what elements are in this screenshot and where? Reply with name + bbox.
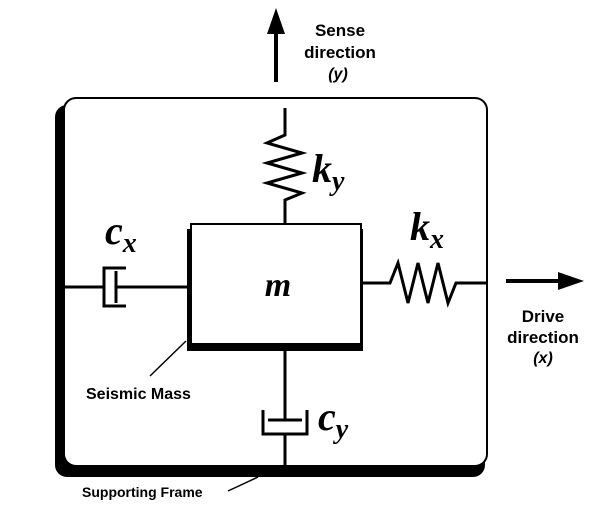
symbol-ky: ky <box>312 146 345 197</box>
supporting-frame-label: Supporting Frame <box>82 484 203 500</box>
symbol-kx-sub: x <box>429 224 444 255</box>
seismic-mass-leader <box>149 340 187 377</box>
sense-label-axis: (y) <box>328 66 348 83</box>
drive-label-axis: (x) <box>533 350 553 367</box>
symbol-cx-base: c <box>105 208 123 253</box>
spring-kx <box>361 258 487 308</box>
symbol-cx-sub: x <box>122 228 137 259</box>
damper-cx-cylinder <box>102 266 126 308</box>
symbol-cy-sub: y <box>333 414 349 445</box>
damper-cx <box>64 266 191 308</box>
symbol-kx-base: k <box>410 204 430 249</box>
sense-direction-arrow <box>267 8 285 82</box>
symbol-kx: kx <box>410 204 444 255</box>
drive-label-line2: direction <box>507 328 579 347</box>
symbol-cx: cx <box>105 208 137 259</box>
supporting-frame-leader <box>227 476 259 492</box>
mass-symbol: m <box>265 267 291 304</box>
spring-ky <box>261 108 308 224</box>
sense-label-line1: Sense <box>315 21 365 40</box>
damper-cy <box>261 344 309 466</box>
symbol-ky-base: k <box>312 146 332 191</box>
symbol-cy: cy <box>318 394 349 445</box>
symbol-ky-sub: y <box>329 166 345 197</box>
drive-label-line1: Drive <box>522 307 565 326</box>
seismic-mass-label: Seismic Mass <box>86 386 191 403</box>
symbol-cy-base: c <box>318 394 336 439</box>
sense-label-line2: direction <box>304 43 376 62</box>
drive-direction-arrow <box>506 272 584 290</box>
